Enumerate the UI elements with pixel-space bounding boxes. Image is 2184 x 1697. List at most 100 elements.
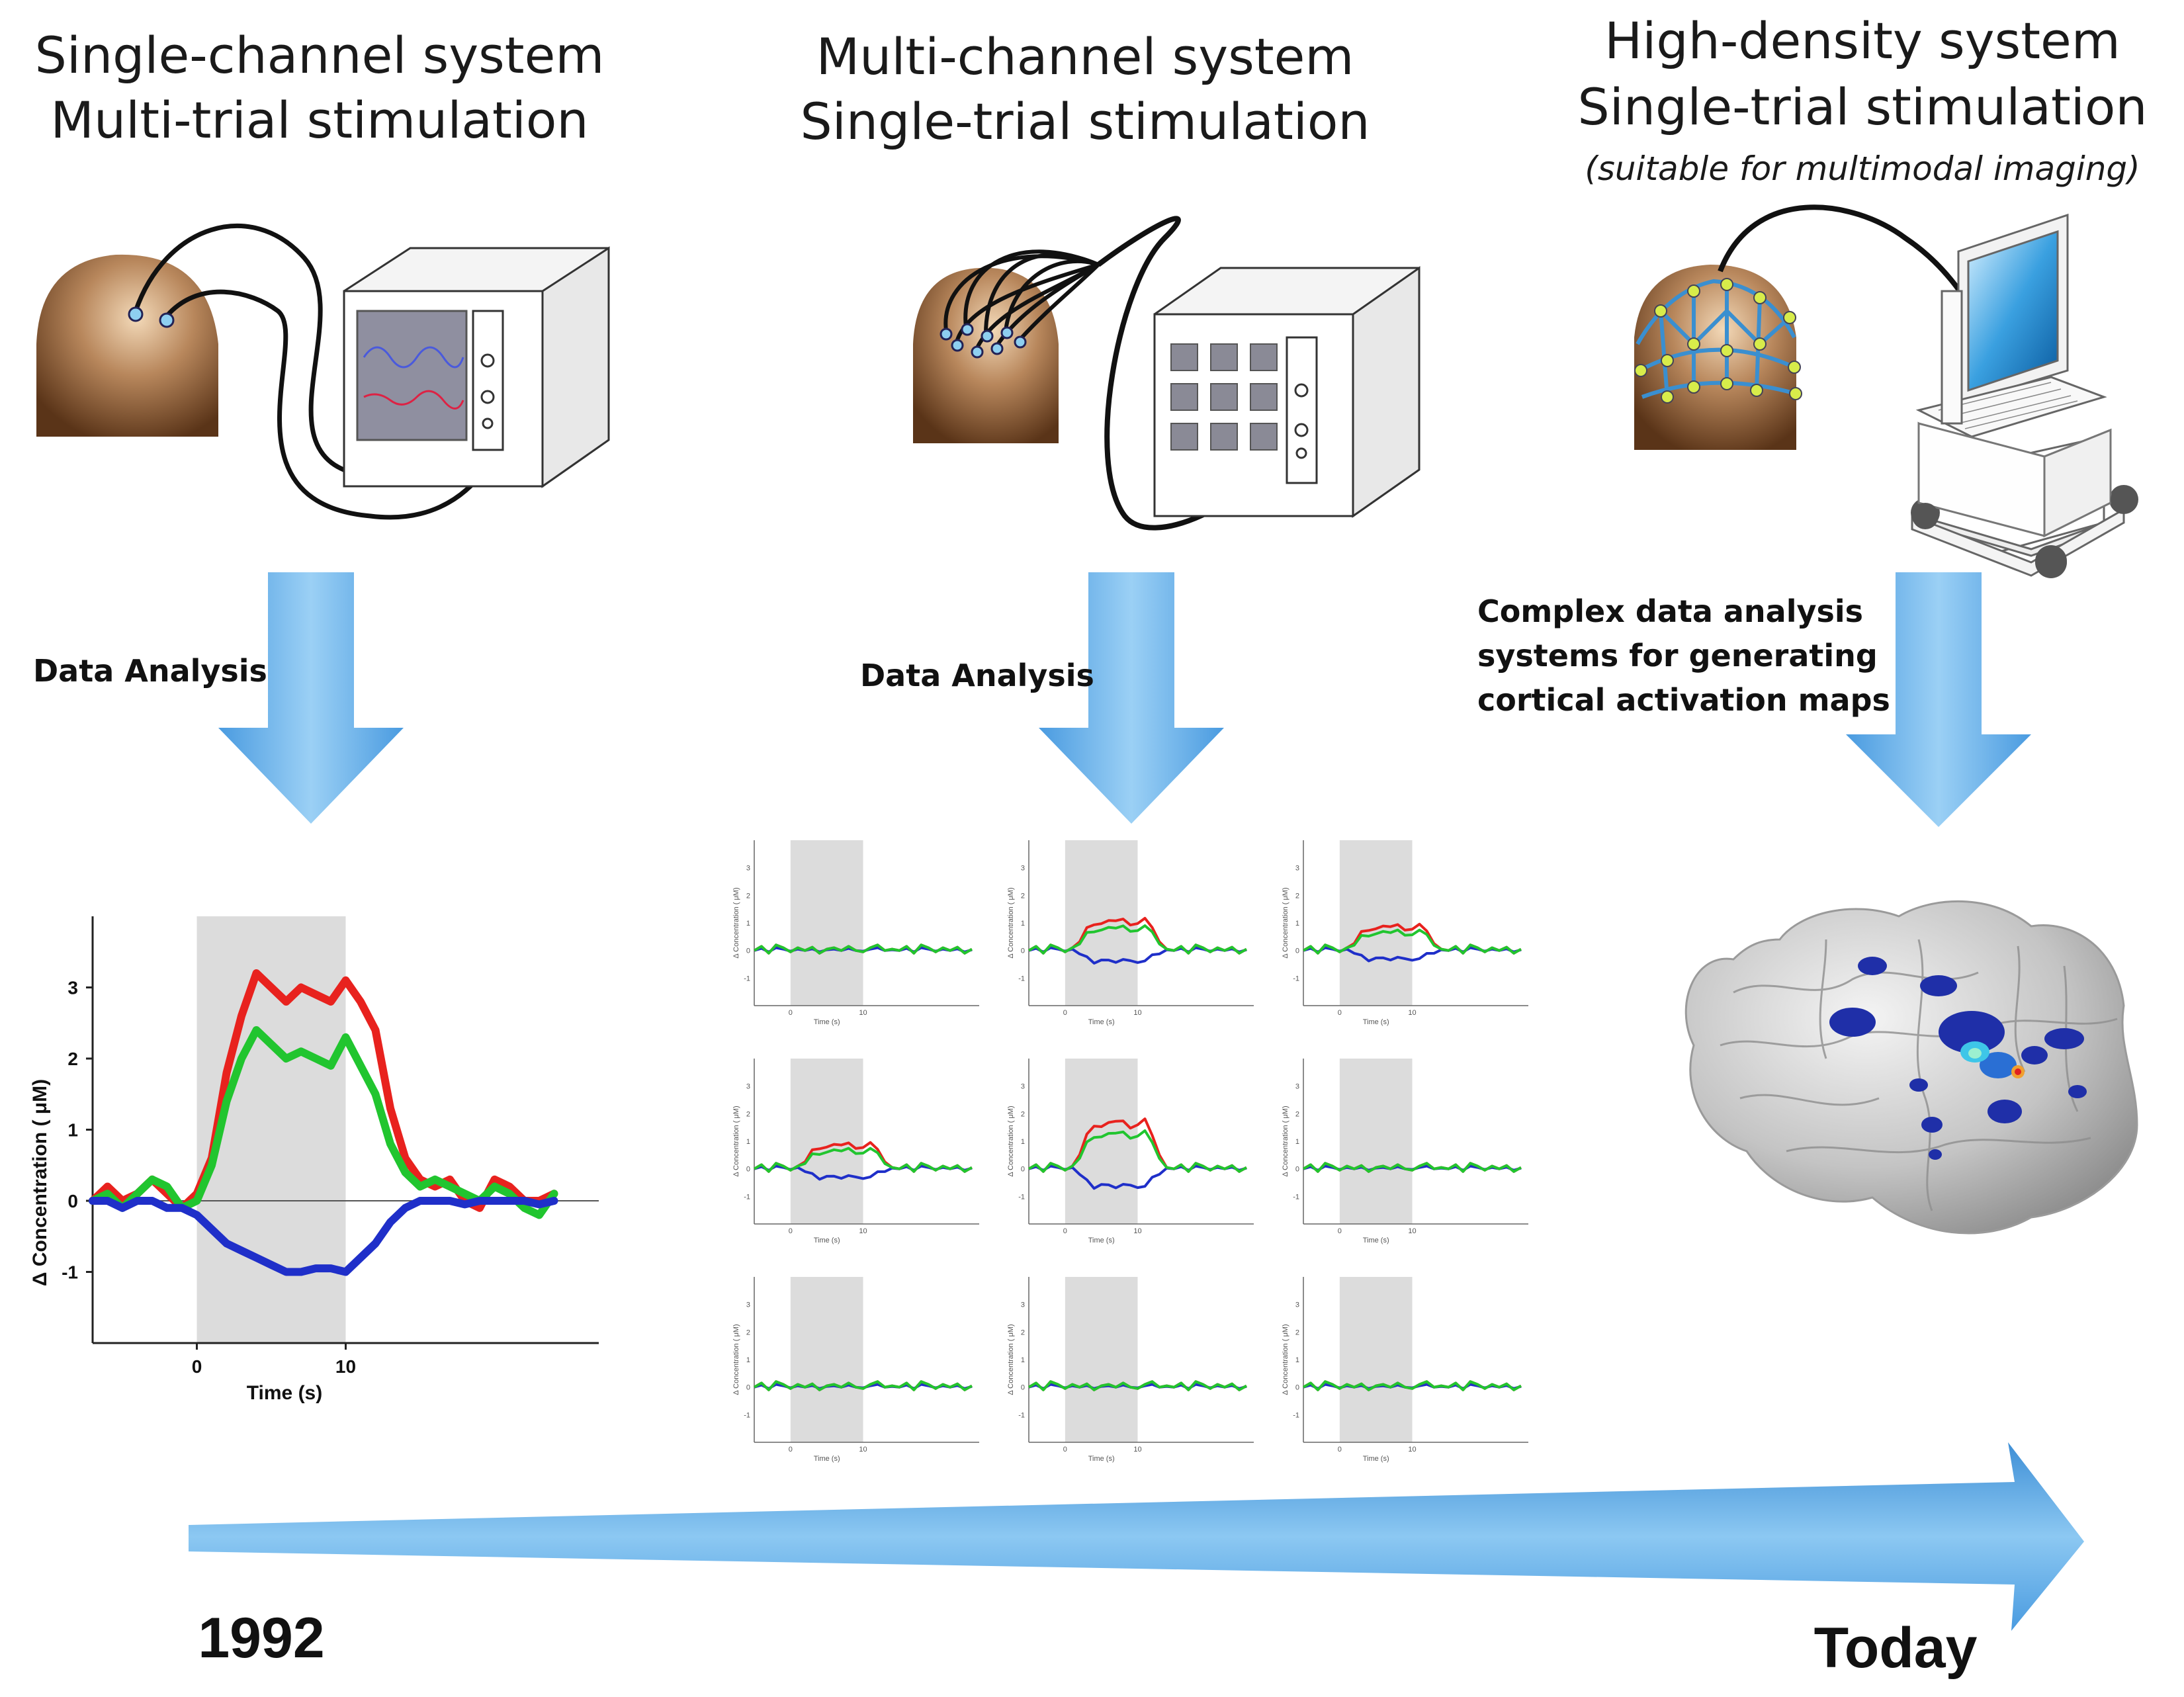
mini-series-total <box>1303 1380 1522 1391</box>
mini-y-tick-label: 0 <box>1021 1384 1025 1392</box>
mini-x-tick-label: 0 <box>789 1446 793 1454</box>
column-2-title: Multi-channel system Single-trial stimul… <box>800 27 1370 151</box>
mini-y-tick-label: 1 <box>1295 1356 1299 1364</box>
column-3-title: High-density system Single-trial stimula… <box>1577 11 2147 188</box>
mini-stimulus-window <box>1339 840 1413 1006</box>
mini-y-tick-label: -1 <box>744 1411 750 1419</box>
mini-series-total <box>1303 928 1522 955</box>
mini-y-tick-label: 1 <box>1021 1138 1025 1146</box>
y-axis-label: Δ Concentration ( μM) <box>29 1079 51 1286</box>
nirs-device-icon <box>343 246 610 488</box>
cable-icon <box>943 216 1309 531</box>
x-axis-label: Time (s) <box>247 1382 322 1404</box>
mini-y-tick-label: 3 <box>746 865 750 873</box>
mini-series-total <box>754 1147 973 1173</box>
down-arrow-col-2 <box>1039 572 1224 824</box>
mini-y-tick-label: 2 <box>1295 1110 1299 1118</box>
mini-y-tick-label: 1 <box>1295 920 1299 928</box>
mini-x-tick-label: 0 <box>789 1227 793 1235</box>
mini-series-total <box>1028 1129 1247 1173</box>
mini-x-tick-label: 10 <box>859 1009 867 1017</box>
mini-x-tick-label: 0 <box>1338 1227 1342 1235</box>
y-tick-label: 0 <box>67 1191 78 1211</box>
mini-stimulus-window <box>790 840 863 1006</box>
y-tick-label: 3 <box>67 978 78 998</box>
mini-y-axis-label: Δ Concentration ( μM) <box>1007 887 1015 958</box>
mini-y-tick-label: 0 <box>746 947 750 955</box>
column-1-title-line1: Single-channel system <box>35 26 605 85</box>
mini-y-tick-label: -1 <box>1293 1411 1299 1419</box>
column-3-title-line2: Single-trial stimulation <box>1577 77 2147 136</box>
mini-y-tick-label: -1 <box>1293 975 1299 982</box>
mini-series-total <box>754 1380 973 1391</box>
mini-y-tick-label: 0 <box>746 1384 750 1392</box>
y-tick-label: -1 <box>62 1262 78 1283</box>
cart-wheel-icon <box>1912 486 2137 578</box>
mini-x-tick-label: 0 <box>1063 1446 1067 1454</box>
mini-y-tick-label: 0 <box>1295 1166 1299 1174</box>
mini-x-tick-label: 0 <box>1063 1009 1067 1017</box>
mini-x-tick-label: 10 <box>1133 1009 1141 1017</box>
mini-x-axis-label: Time (s) <box>814 1237 840 1244</box>
series-line-3 <box>89 1197 558 1276</box>
mini-x-axis-label: Time (s) <box>1363 1455 1389 1463</box>
column-1-title-line2: Multi-trial stimulation <box>50 91 588 150</box>
head-icon <box>1634 265 1796 450</box>
mini-series-total <box>1028 1380 1247 1391</box>
multi-channel-setup <box>913 216 1420 531</box>
activation-blobs <box>1829 957 2087 1160</box>
column-2-title-line2: Single-trial stimulation <box>800 92 1370 151</box>
mini-y-tick-label: 3 <box>1021 865 1025 873</box>
mini-x-axis-label: Time (s) <box>1088 1018 1115 1026</box>
mini-stimulus-window <box>1065 1059 1138 1224</box>
optode-icon <box>128 306 144 322</box>
mini-y-axis-label: Δ Concentration ( μM) <box>732 1106 740 1176</box>
mini-y-tick-label: 1 <box>1021 1356 1025 1364</box>
mini-y-tick-label: 1 <box>1295 1138 1299 1146</box>
down-arrow-col-1 <box>218 572 404 824</box>
mini-x-tick-label: 10 <box>1408 1227 1416 1235</box>
high-density-setup <box>1634 204 2138 578</box>
brain-map-icon <box>1684 900 2138 1235</box>
mini-x-axis-label: Time (s) <box>1363 1018 1389 1026</box>
mini-y-tick-label: 3 <box>1295 1301 1299 1309</box>
mini-series-total <box>1303 1162 1522 1173</box>
mini-x-axis-label: Time (s) <box>814 1018 840 1026</box>
mini-y-axis-label: Δ Concentration ( μM) <box>732 1324 740 1395</box>
mini-y-tick-label: -1 <box>1293 1193 1299 1201</box>
mini-y-tick-label: 1 <box>1021 920 1025 928</box>
cart-frame <box>1917 422 2112 538</box>
x-tick-label: 0 <box>192 1356 202 1377</box>
optode-icon <box>159 312 175 328</box>
timeline-end-label: Today <box>1814 1616 1978 1680</box>
mini-y-tick-label: 1 <box>746 1356 750 1364</box>
mini-y-tick-label: 3 <box>746 1083 750 1091</box>
mini-x-tick-label: 10 <box>859 1446 867 1454</box>
mini-y-tick-label: -1 <box>1018 1193 1025 1201</box>
head-icon <box>36 254 218 437</box>
y-tick-label: 2 <box>67 1049 78 1069</box>
mini-y-tick-label: 2 <box>746 1328 750 1336</box>
column-2-title-line1: Multi-channel system <box>816 27 1354 86</box>
mini-stimulus-window <box>1339 1277 1413 1442</box>
nirs-device-icon <box>1153 266 1420 518</box>
complex-analysis-line2: systems for generating <box>1477 638 1878 674</box>
column-1-title: Single-channel system Multi-trial stimul… <box>35 26 605 150</box>
timeline-arrow <box>189 1442 2084 1631</box>
mini-y-axis-label: Δ Concentration ( μM) <box>1282 887 1289 958</box>
mini-y-tick-label: -1 <box>744 975 750 982</box>
mini-y-tick-label: 3 <box>1295 865 1299 873</box>
timeline-start-label: 1992 <box>198 1606 324 1670</box>
mini-x-axis-label: Time (s) <box>1088 1455 1115 1463</box>
mini-stimulus-window <box>790 1277 863 1442</box>
column-3-title-line1: High-density system <box>1604 11 2120 70</box>
mini-series-total <box>754 943 973 955</box>
column-3-subtitle: (suitable for multimodal imaging) <box>1585 150 2140 188</box>
